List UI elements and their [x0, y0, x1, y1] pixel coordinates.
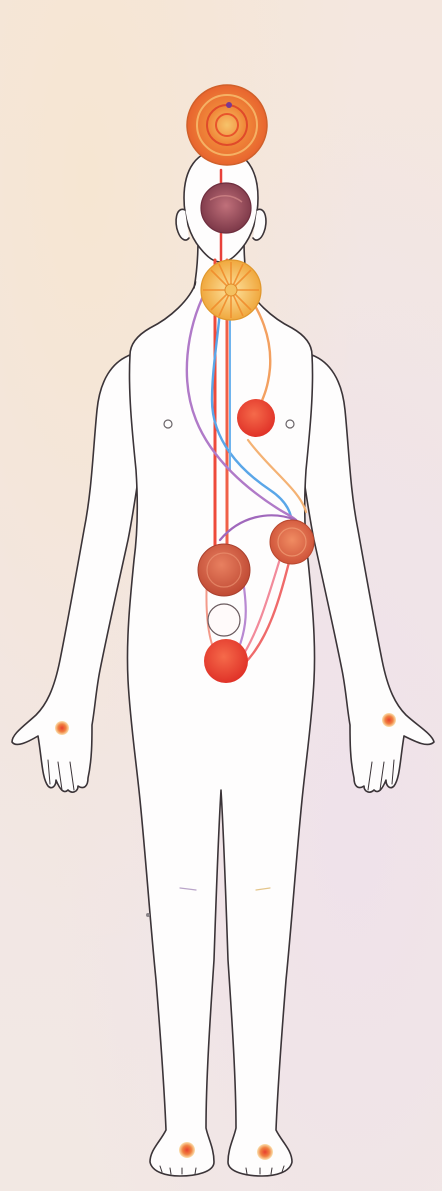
left-palm-point: [55, 721, 69, 735]
torso-legs: [127, 282, 314, 1176]
throat-center: [201, 260, 261, 320]
crown-center: [187, 85, 267, 165]
heart-center: [237, 399, 275, 437]
left-sole-point: [179, 1142, 195, 1158]
stray-dot: [146, 913, 150, 917]
brow-center: [201, 183, 251, 233]
base-center: [204, 639, 248, 683]
right-palm-point: [382, 713, 396, 727]
sacral-center: [208, 604, 240, 636]
right-arm: [304, 355, 434, 792]
right-sole-point: [257, 1144, 273, 1160]
solar-plexus-center: [198, 544, 250, 596]
left-arm: [12, 355, 138, 792]
spleen-center: [270, 520, 314, 564]
